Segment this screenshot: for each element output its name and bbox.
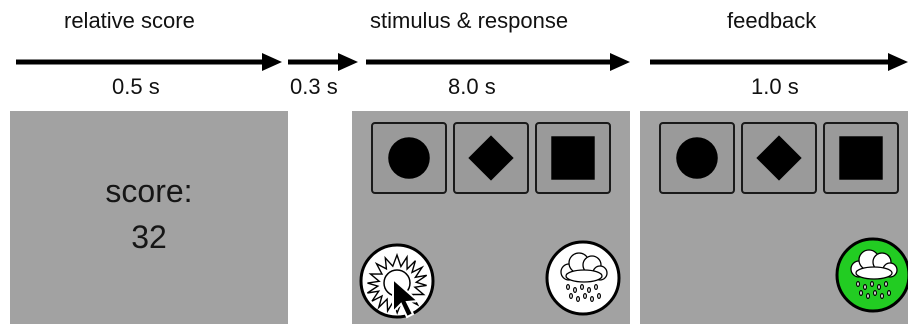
timeline-arrows [16, 53, 908, 71]
phase-title-relative-score: relative score [64, 8, 195, 33]
duration-feedback: 1.0 s [751, 74, 799, 99]
score-label: score: [105, 173, 193, 209]
feedback-card-diamond [741, 122, 817, 194]
feedback-card-circle [659, 122, 735, 194]
stimulus-card-square [535, 122, 611, 194]
phase-title-feedback: feedback [727, 8, 817, 33]
square-icon [839, 136, 883, 180]
stimulus-card-circle [371, 122, 447, 194]
phase-arrow-relative-score [16, 53, 282, 71]
stimulus-response-screen [352, 111, 630, 324]
phase-title-stimulus-response: stimulus & response [370, 8, 569, 33]
rain-cloud-icon [850, 249, 898, 299]
circle-icon [676, 137, 718, 179]
rain-cloud-icon [560, 252, 608, 302]
feedback-card-square [823, 122, 899, 194]
phase-arrow-interval [288, 53, 358, 71]
rain-response-button[interactable] [543, 238, 623, 318]
square-icon [551, 136, 595, 180]
stimulus-card-diamond [453, 122, 529, 194]
score-value: 32 [131, 219, 167, 255]
score-screen: score: 32 [10, 111, 288, 324]
diamond-icon [468, 135, 514, 181]
duration-relative-score: 0.5 s [112, 74, 160, 99]
phase-arrow-feedback [650, 53, 908, 71]
phase-arrow-stimulus-response [366, 53, 630, 71]
duration-interval: 0.3 s [290, 74, 338, 99]
feedback-outcome-rain [835, 237, 908, 313]
mouse-cursor-icon [392, 277, 420, 319]
duration-stimulus-response: 8.0 s [448, 74, 496, 99]
diamond-icon [756, 135, 802, 181]
feedback-screen [640, 111, 908, 324]
circle-icon [388, 137, 430, 179]
